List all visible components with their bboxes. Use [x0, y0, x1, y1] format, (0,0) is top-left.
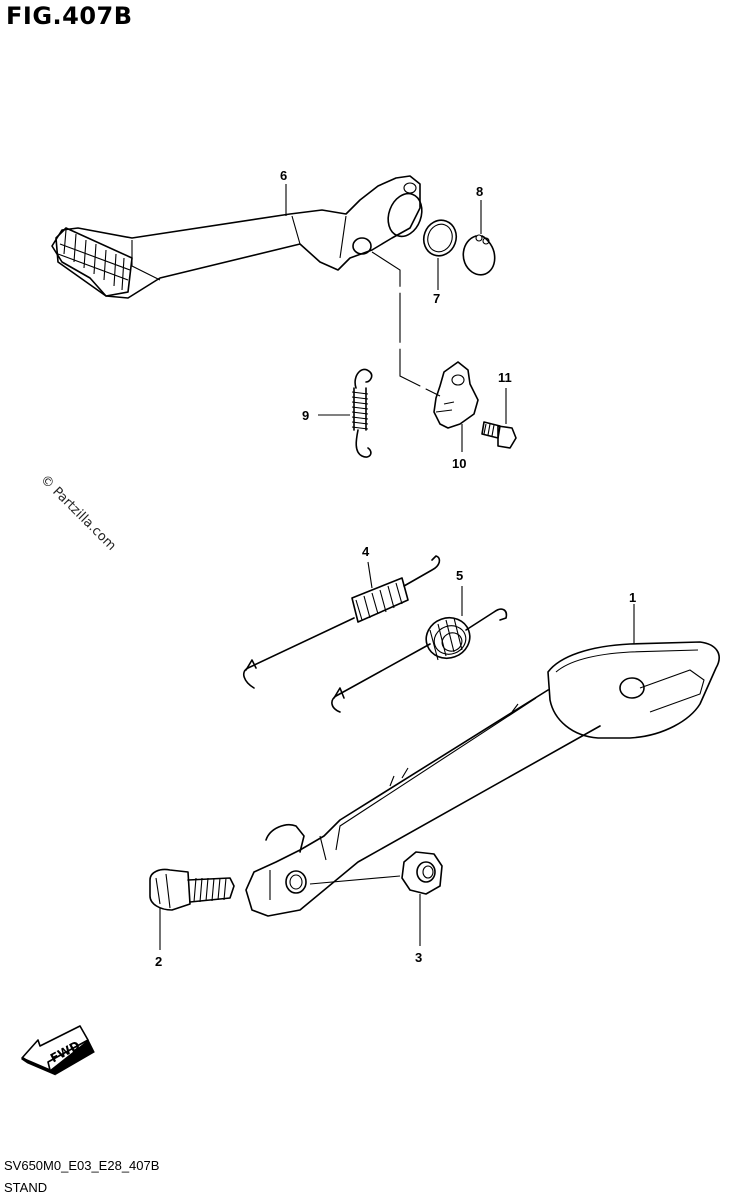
foot-peg-knurl	[55, 227, 133, 297]
diagram-code: SV650M0_E03_E28_407B	[4, 1158, 160, 1173]
callout-8[interactable]: 8	[476, 184, 483, 199]
part-5-spring[interactable]	[331, 608, 508, 713]
callout-1[interactable]: 1	[629, 590, 636, 605]
callout-3[interactable]: 3	[415, 950, 422, 965]
callout-6[interactable]: 6	[280, 168, 287, 183]
callout-4[interactable]: 4	[362, 544, 370, 559]
part-11-bolt[interactable]	[481, 421, 517, 449]
figure-title: FIG.407B	[6, 2, 133, 30]
callout-11[interactable]: 11	[498, 370, 512, 385]
callout-7[interactable]: 7	[433, 291, 440, 306]
assembly-line-6-10	[371, 251, 441, 397]
callout-9[interactable]: 9	[302, 408, 309, 423]
leader-4	[367, 561, 373, 589]
assembly-line-1-3	[309, 875, 401, 885]
part-3-nut[interactable]	[401, 851, 443, 895]
part-7-ring[interactable]	[419, 216, 461, 261]
callout-2[interactable]: 2	[155, 954, 162, 969]
part-6-pedal-arm[interactable]	[51, 175, 428, 299]
part-8-circlip[interactable]	[462, 234, 496, 276]
fwd-arrow-icon: FWD	[21, 1025, 95, 1076]
part-9-spring[interactable]	[351, 368, 373, 458]
part-10-bracket[interactable]	[433, 361, 479, 429]
part-1-side-stand[interactable]	[245, 641, 720, 917]
part-2-bolt[interactable]	[149, 868, 235, 911]
part-4-spring[interactable]	[242, 555, 441, 689]
watermark: © Partzilla.com	[37, 472, 119, 554]
section-name: STAND	[4, 1180, 48, 1195]
callout-10[interactable]: 10	[452, 456, 466, 471]
callout-5[interactable]: 5	[456, 568, 463, 583]
